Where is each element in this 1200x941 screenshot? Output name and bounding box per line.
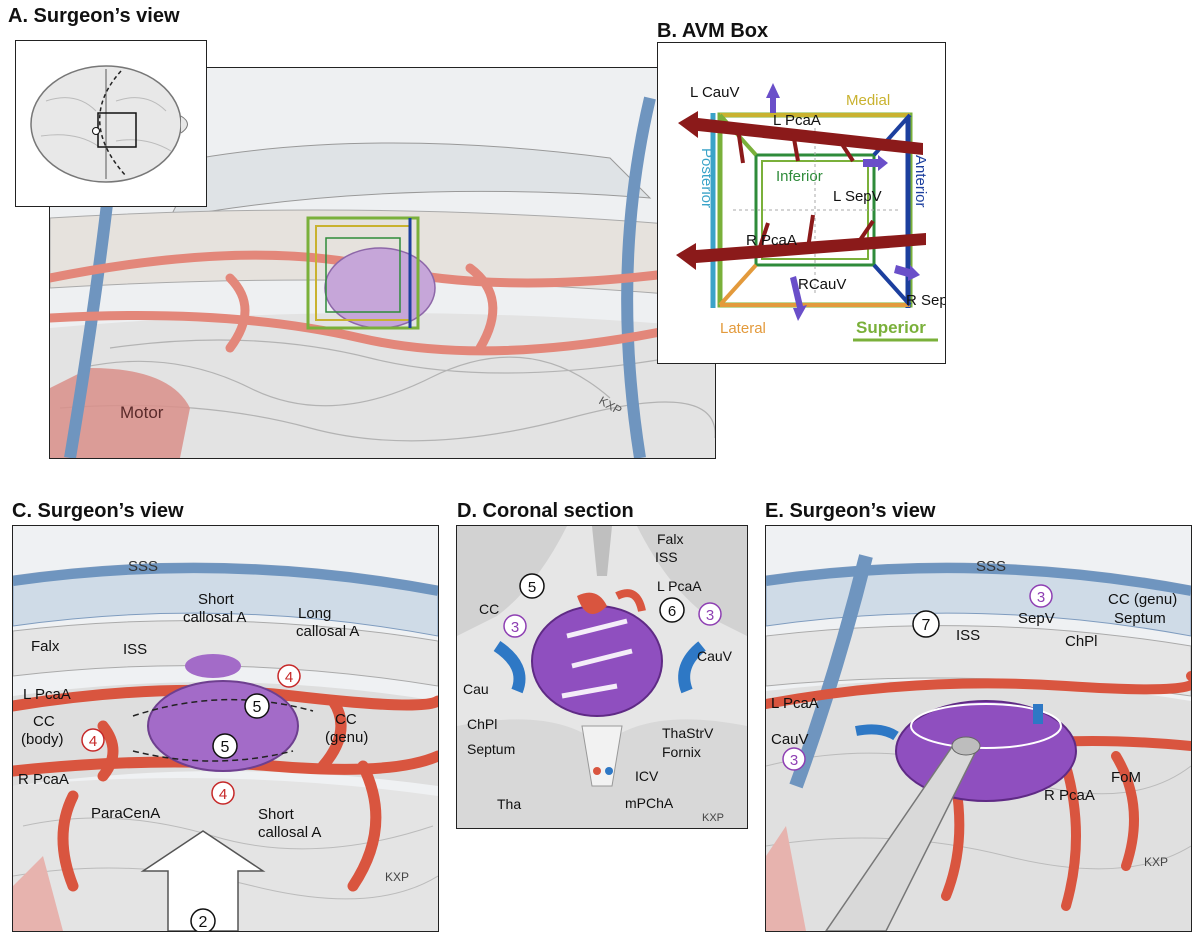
marker-three-d-left: 3	[503, 614, 527, 638]
svg-text:6: 6	[668, 603, 676, 620]
marker-four-3: 4	[211, 781, 235, 805]
inferior-label: Inferior	[776, 168, 823, 185]
svg-text:4: 4	[89, 733, 97, 750]
l-cauv-label: L CauV	[690, 84, 739, 101]
chpl-label-d: ChPl	[467, 716, 497, 732]
heading-e: E. Surgeon’s view	[765, 500, 936, 522]
heading-a: A. Surgeon’s view	[8, 5, 180, 27]
cc-genu-line1: CC	[335, 711, 357, 728]
r-pcaa-label-b: R PcaA	[746, 232, 797, 249]
thastrv-label-d: ThaStrV	[662, 725, 714, 741]
marker-four-1: 4	[277, 664, 301, 688]
marker-six-d: 6	[659, 597, 685, 623]
heading-c: C. Surgeon’s view	[12, 500, 184, 522]
panel-b-avm-box: L CauV Medial L PcaA Posterior Anterior …	[657, 42, 946, 364]
septum-label-d: Septum	[467, 741, 515, 757]
septum-label-e: Septum	[1114, 610, 1166, 627]
rcauv-label: RCauV	[798, 276, 846, 293]
panel-d-signature: KXP	[702, 812, 724, 824]
marker-five-d: 5	[519, 573, 545, 599]
mpcha-label-d: mPChA	[625, 795, 674, 811]
sepv-label-e: SepV	[1018, 610, 1055, 627]
l-pcaa-label-e: L PcaA	[771, 695, 819, 712]
short-callosal-bottom-line1: Short	[258, 806, 295, 823]
marker-five-1: 5	[244, 693, 270, 719]
cauv-label-e: CauV	[771, 731, 809, 748]
panel-b-svg: L CauV Medial L PcaA Posterior Anterior …	[676, 83, 945, 342]
l-pcaa-label-b: L PcaA	[773, 112, 821, 129]
panel-d-coronal: Falx ISS L PcaA CC CauV Cau ThaStrV ChPl…	[456, 525, 748, 829]
r-pcaa-label-c: R PcaA	[18, 771, 69, 788]
heading-b: B. AVM Box	[657, 20, 769, 42]
falx-label-d: Falx	[657, 531, 683, 547]
svg-text:3: 3	[511, 619, 519, 636]
svg-text:4: 4	[285, 669, 293, 686]
svg-text:3: 3	[706, 607, 714, 624]
marker-three-d-right: 3	[698, 602, 722, 626]
marker-three-e-left: 3	[782, 747, 806, 771]
panel-c-svg: SSS Falx ISS Short callosal A Long callo…	[13, 526, 438, 931]
l-pcaa-label-c: L PcaA	[23, 686, 71, 703]
svg-text:5: 5	[253, 699, 262, 716]
cc-body-line2: (body)	[21, 731, 64, 748]
panel-e-illustration: SSS ISS SepV CC (genu) Septum ChPl L Pca…	[765, 525, 1192, 932]
l-sepv-label: L SepV	[833, 188, 882, 205]
panel-c-signature: KXP	[385, 870, 409, 884]
cc-label-d: CC	[479, 601, 499, 617]
svg-text:3: 3	[790, 752, 798, 769]
icv-label-d: ICV	[635, 768, 659, 784]
fornix-label-d: Fornix	[662, 744, 701, 760]
short-callosal-top-line2: callosal A	[183, 609, 246, 626]
svg-text:4: 4	[219, 786, 227, 803]
anterior-label: Anterior	[912, 155, 929, 208]
panel-e-svg: SSS ISS SepV CC (genu) Septum ChPl L Pca…	[766, 526, 1191, 931]
svg-text:2: 2	[199, 914, 208, 931]
svg-text:7: 7	[922, 617, 931, 634]
fom-label-e: FoM	[1111, 769, 1141, 786]
motor-label: Motor	[120, 403, 164, 422]
iss-label-d: ISS	[655, 549, 678, 565]
cc-body-line1: CC	[33, 713, 55, 730]
panel-e-signature: KXP	[1144, 855, 1168, 869]
panel-c-illustration: SSS Falx ISS Short callosal A Long callo…	[12, 525, 439, 932]
long-callosal-line1: Long	[298, 605, 331, 622]
marker-four-2: 4	[81, 728, 105, 752]
cc-genu-line2: (genu)	[325, 729, 368, 746]
panel-d-svg: Falx ISS L PcaA CC CauV Cau ThaStrV ChPl…	[457, 526, 747, 828]
svg-text:3: 3	[1037, 589, 1045, 606]
marker-two: 2	[190, 908, 216, 931]
superior-label: Superior	[856, 318, 926, 337]
paracena-label: ParaCenA	[91, 805, 160, 822]
medial-label: Medial	[846, 92, 890, 109]
sss-label-e: SSS	[976, 558, 1006, 575]
long-callosal-line2: callosal A	[296, 623, 359, 640]
lateral-label: Lateral	[720, 320, 766, 337]
falx-label-c: Falx	[31, 638, 60, 655]
heading-d: D. Coronal section	[457, 500, 634, 522]
svg-text:5: 5	[221, 739, 230, 756]
marker-three-e-top: 3	[1029, 584, 1053, 608]
marker-five-2: 5	[212, 733, 238, 759]
iss-label-c: ISS	[123, 641, 147, 658]
marker-seven-e: 7	[912, 610, 940, 638]
brain-inset-svg	[30, 65, 188, 183]
short-callosal-top-line1: Short	[198, 591, 235, 608]
brain-inset	[15, 40, 207, 207]
chpl-label-e: ChPl	[1065, 633, 1098, 650]
l-pcaa-label-d: L PcaA	[657, 578, 702, 594]
svg-text:5: 5	[528, 579, 536, 596]
cauv-label-d: CauV	[697, 648, 733, 664]
tha-label-d: Tha	[497, 796, 521, 812]
sss-label-c: SSS	[128, 558, 158, 575]
r-sepv-label: R SepV	[906, 292, 945, 309]
iss-label-e: ISS	[956, 627, 980, 644]
cau-label-d: Cau	[463, 681, 489, 697]
short-callosal-bottom-line2: callosal A	[258, 824, 321, 841]
cc-genu-label-e: CC (genu)	[1108, 591, 1177, 608]
posterior-label: Posterior	[698, 148, 715, 208]
r-pcaa-label-e: R PcaA	[1044, 787, 1095, 804]
